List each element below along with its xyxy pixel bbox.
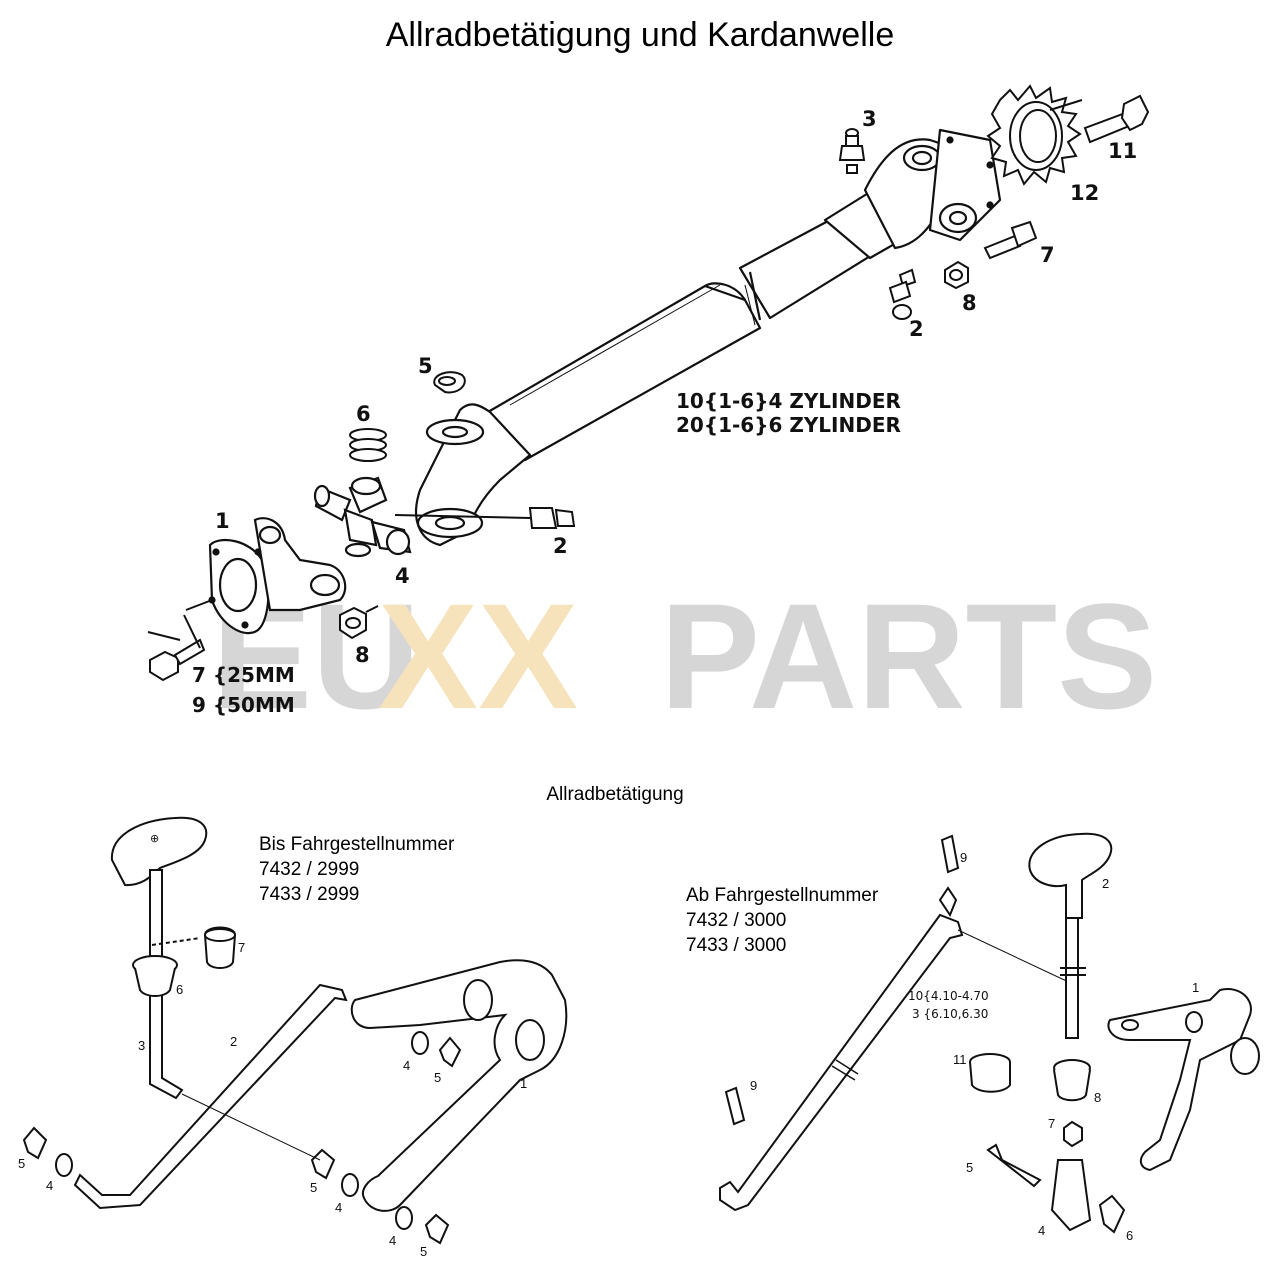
bolt-7-right [983, 220, 1038, 260]
label-5: 5 [310, 1180, 317, 1195]
note-length-2: 3 {6.10,6.30 [912, 1007, 988, 1021]
label-4: 4 [1038, 1223, 1045, 1238]
nut-8-right [944, 260, 969, 290]
label-5: 5 [418, 354, 433, 378]
label-4: 4 [403, 1058, 410, 1073]
caption-line: Ab Fahrgestellnummer [686, 885, 879, 906]
label-4: 4 [395, 564, 410, 588]
bolt-7-front [147, 599, 213, 682]
note-6-cylinder: 20{1-6}6 ZYLINDER [676, 413, 901, 437]
label-4: 4 [335, 1200, 342, 1215]
right-variant-caption: Ab Fahrgestellnummer 7432 / 3000 7433 / … [686, 883, 878, 958]
left-variant-caption: Bis Fahrgestellnummer 7432 / 2999 7433 /… [259, 832, 454, 907]
label-9: 9 [750, 1078, 757, 1093]
label-5: 5 [434, 1070, 441, 1085]
right-assembly [719, 832, 1260, 1234]
label-4: 4 [46, 1178, 53, 1193]
label-11: 11 [1108, 139, 1137, 163]
grease-nipple-2-front [394, 507, 576, 529]
section-subtitle: Allradbetätigung [546, 784, 684, 805]
watermark: EU XX PARTS [212, 572, 1157, 740]
label-2: 2 [230, 1034, 237, 1049]
svg-text:⊕: ⊕ [150, 833, 159, 845]
label-1: 1 [520, 1076, 527, 1091]
universal-joint-cross [313, 476, 412, 558]
label-1: 1 [215, 509, 230, 533]
label-2: 2 [909, 317, 924, 341]
gear-ring [986, 84, 1082, 186]
caption-line: Bis Fahrgestellnummer [259, 834, 455, 855]
label-6: 6 [356, 402, 371, 426]
bearing-cup-6 [349, 428, 387, 462]
caption-line: 7432 / 2999 [259, 859, 360, 880]
label-1: 1 [1192, 980, 1199, 995]
left-labels: 1 2 3 4 4 4 4 5 5 5 5 6 7 [18, 940, 527, 1259]
label-11: 11 [953, 1052, 967, 1067]
label-9: 9 [960, 850, 967, 865]
note-4-cylinder: 10{1-6}4 ZYLINDER [676, 389, 901, 413]
shaft-labels: 1 2 2 3 4 5 6 7 8 8 11 12 10{1-6}4 ZYLIN… [192, 107, 1137, 717]
caption-line: 7433 / 3000 [686, 935, 787, 956]
right-labels: 1 2 4 5 6 7 8 9 9 11 10{4.10-4.70 3 {6.1… [750, 850, 1199, 1243]
note-bolt-50mm: 9 {50MM [192, 693, 295, 717]
label-5: 5 [966, 1160, 973, 1175]
label-7: 7 [238, 940, 245, 955]
watermark-parts: PARTS [660, 572, 1157, 740]
label-3: 3 [862, 107, 877, 131]
watermark-xx: XX [378, 572, 578, 740]
label-5: 5 [420, 1244, 427, 1259]
bolt-11 [1049, 94, 1150, 144]
label-3: 3 [138, 1038, 145, 1053]
page-title: Allradbetätigung und Kardanwelle [385, 16, 895, 54]
grease-nipple-3 [838, 128, 866, 174]
caption-line: 7433 / 2999 [259, 884, 360, 905]
label-8: 8 [962, 291, 977, 315]
label-5: 5 [18, 1156, 25, 1171]
nut-8-front [339, 605, 379, 640]
label-2: 2 [553, 534, 568, 558]
label-8: 8 [1094, 1090, 1101, 1105]
label-7: 7 [1040, 243, 1055, 267]
label-7: 7 [1048, 1116, 1055, 1131]
label-6: 6 [1126, 1228, 1133, 1243]
label-6: 6 [176, 982, 183, 997]
left-assembly: ⊕ [22, 816, 568, 1245]
note-bolt-25mm: 7 {25MM [192, 663, 295, 687]
label-8: 8 [355, 643, 370, 667]
flange-yoke-1 [208, 517, 347, 635]
note-length-1: 10{4.10-4.70 [908, 989, 989, 1003]
circlip-5 [433, 371, 466, 394]
label-4: 4 [389, 1233, 396, 1248]
label-2: 2 [1102, 876, 1109, 891]
grease-nipple-2-right [888, 268, 917, 320]
cardan-shaft [415, 128, 1002, 547]
caption-line: 7432 / 3000 [686, 910, 787, 931]
label-12: 12 [1070, 181, 1099, 205]
